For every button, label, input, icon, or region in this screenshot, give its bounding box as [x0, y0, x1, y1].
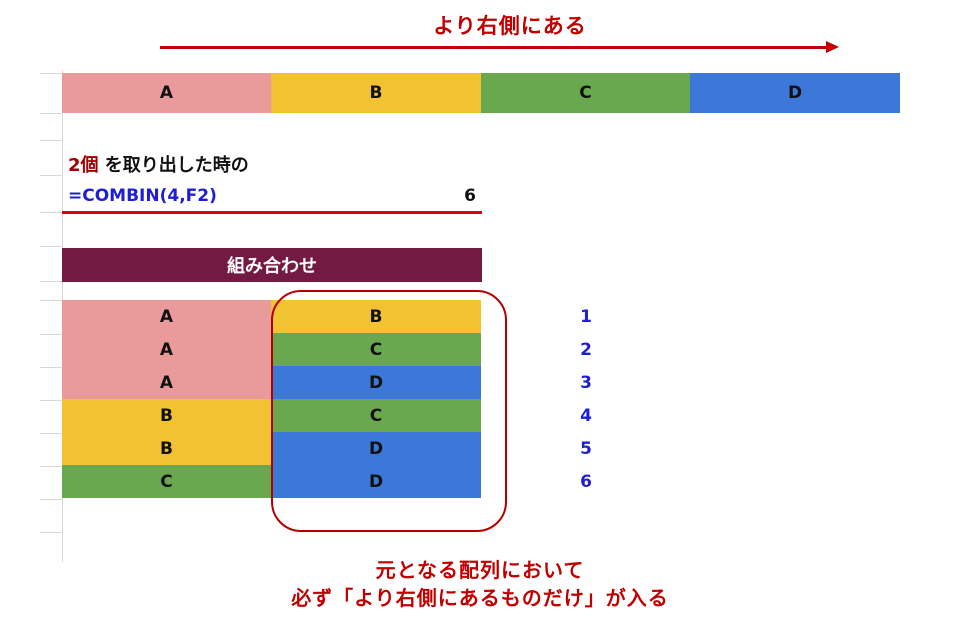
- combo-index[interactable]: 2: [580, 340, 592, 360]
- description-label[interactable]: 2個 を取り出した時の: [68, 151, 249, 177]
- right-side-annotation: より右側にある: [433, 14, 587, 38]
- row-gridline: [40, 113, 62, 114]
- header-cell-a[interactable]: A: [62, 73, 271, 113]
- combo-index[interactable]: 3: [580, 373, 592, 393]
- combinations-header[interactable]: 組み合わせ: [62, 248, 482, 282]
- combo-first-cell[interactable]: C: [62, 465, 271, 498]
- combo-first-cell[interactable]: A: [62, 300, 271, 333]
- combo-first-cell[interactable]: A: [62, 366, 271, 399]
- combo-index[interactable]: 6: [580, 472, 592, 492]
- row-gridline: [40, 400, 62, 401]
- bottom-note: 元となる配列において 必ず「より右側にあるものだけ」が入る: [230, 556, 730, 612]
- combo-first-cell[interactable]: B: [62, 399, 271, 432]
- row-gridline: [40, 300, 62, 301]
- combo-first-cell[interactable]: A: [62, 333, 271, 366]
- combo-second-cell[interactable]: D: [271, 465, 481, 498]
- header-cell-d[interactable]: D: [690, 73, 900, 113]
- row-gridline: [40, 281, 62, 282]
- row-gridline: [40, 334, 62, 335]
- row-gridline: [40, 499, 62, 500]
- formula-result-cell[interactable]: 6: [464, 186, 476, 206]
- row-gridline: [40, 367, 62, 368]
- row-gridline: [40, 433, 62, 434]
- arrow-head-icon: [826, 41, 839, 53]
- row-gridline: [40, 140, 62, 141]
- bottom-note-line-1: 元となる配列において: [375, 558, 585, 582]
- right-arrow-line: [160, 46, 832, 49]
- combo-index[interactable]: 1: [580, 307, 592, 327]
- header-cell-c[interactable]: C: [481, 73, 690, 113]
- combo-second-cell[interactable]: D: [271, 366, 481, 399]
- combo-second-cell[interactable]: C: [271, 333, 481, 366]
- combo-first-cell[interactable]: B: [62, 432, 271, 465]
- red-underline: [62, 211, 482, 214]
- combo-second-cell[interactable]: D: [271, 432, 481, 465]
- header-cell-b[interactable]: B: [271, 73, 481, 113]
- combo-second-cell[interactable]: B: [271, 300, 481, 333]
- description-text: を取り出した時の: [98, 155, 249, 176]
- row-gridline: [40, 73, 62, 74]
- bottom-note-line-2: 必ず「より右側にあるものだけ」が入る: [291, 586, 669, 610]
- count-text: 2個: [68, 155, 99, 176]
- combo-index[interactable]: 4: [580, 406, 592, 426]
- row-gridline: [40, 466, 62, 467]
- row-gridline: [40, 175, 62, 176]
- combo-index[interactable]: 5: [580, 439, 592, 459]
- row-gridline: [40, 212, 62, 213]
- row-gridline: [40, 532, 62, 533]
- combo-second-cell[interactable]: C: [271, 399, 481, 432]
- row-gridline: [40, 246, 62, 247]
- formula-cell[interactable]: =COMBIN(4,F2): [68, 186, 217, 206]
- right-column-highlight: [271, 290, 507, 532]
